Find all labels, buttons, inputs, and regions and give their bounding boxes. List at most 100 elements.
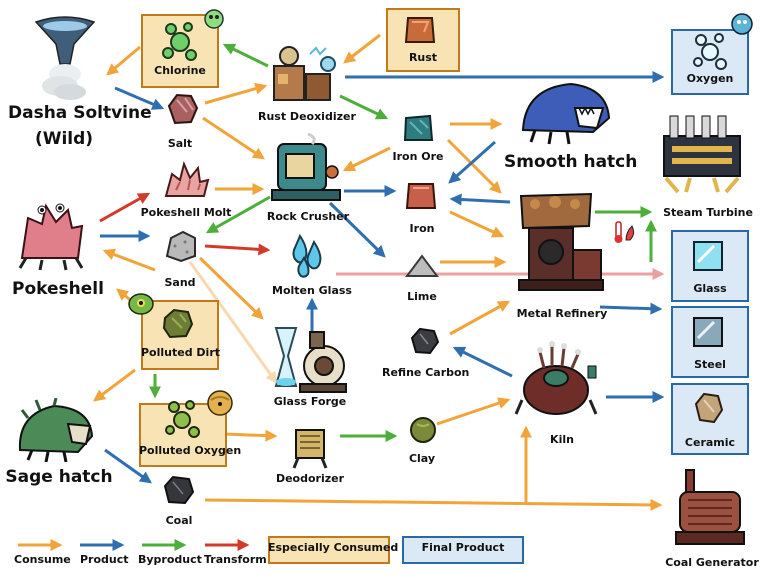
arrow-sand-to-forge [198,256,264,320]
coal-chunk-icon [163,475,195,505]
polluted-critter-icon [128,293,154,315]
thermometer-icon [614,221,635,243]
arrow-coal-to-generator [204,498,663,511]
smooth-hatch-label: Smooth hatch [504,152,638,172]
pokeshell-creature-icon [18,203,84,271]
dasha-soltvine-plant-icon [34,16,96,100]
polluted-oxygen-critter-icon [207,390,233,416]
rust-label: Rust [408,51,438,64]
coal-generator-label: Coal Generator [665,556,759,569]
sand-label: Sand [164,276,196,289]
dasha-soltvine-label: Dasha Soltvine [8,103,152,123]
gas-bubbles-icon [162,22,197,61]
deodorizer-machine-icon [292,429,328,469]
legend-product-label: Product [80,553,129,566]
polluted-gas-bubbles-icon [165,400,200,438]
carbon-chunk-icon [410,327,440,355]
ceramic-label: Ceramic [684,436,736,449]
glass-forge-machine-icon [274,327,347,393]
liquid-drops-icon [292,234,322,278]
polluted-dirt-icon [162,308,194,339]
polluted-oxygen-label: Polluted Oxygen [139,444,242,457]
chlorine-label: Chlorine [154,64,206,77]
arrow-clay-to-kiln [436,397,511,426]
arrow-salt-to-deox [204,82,268,105]
salt-label: Salt [167,137,193,150]
kiln-machine-icon [514,341,598,415]
clay-ball-icon [410,417,436,443]
rust-deoxidizer-machine-icon [273,46,336,101]
clay-label: Clay [408,452,436,465]
lime-pile-icon [405,254,439,277]
salt-chunk-icon [167,93,199,125]
polluted-oxygen-box [139,403,227,467]
oxygen-critter-icon [731,13,753,35]
arrow-refinery-to-iron [449,193,511,206]
polluted-dirt-label: Polluted Dirt [141,346,220,359]
sand-pile-icon [165,230,196,263]
arrow-salt-to-crusher [202,116,265,160]
steel-label: Steel [694,358,726,371]
oxygen-label: Oxygen [686,72,734,85]
glass-pane-icon [693,241,723,271]
arrow-sand-to-glass-forge-pale [188,261,278,384]
legend-final-product-box [402,536,524,564]
arrow-crusher-to-lime [328,201,386,258]
arrow-deox-to-iron-ore [339,94,389,120]
glass-forge-label: Glass Forge [273,395,347,408]
legend-especially-consumed-box [268,536,390,564]
arrow-sand-to-pokeshell [102,248,156,272]
deodorizer-label: Deodorizer [275,472,345,485]
rock-crusher-machine-icon [271,132,341,201]
legend-final-product-label: Final Product [421,541,505,554]
rust-block-icon [404,17,436,43]
ceramic-chunk-icon [694,392,724,424]
arrow-kiln-to-carbon [452,346,513,378]
arrow-sage-to-coal [104,448,152,484]
steam-turbine-label: Steam Turbine [663,206,753,219]
arrow-pox-to-deodorizer [223,429,278,442]
iron-ore-label: Iron Ore [392,150,444,163]
sage-hatch-creature-icon [18,398,94,462]
smooth-hatch-creature-icon [521,82,611,145]
oxygen-box [671,29,749,95]
metal-refinery-label: Metal Refinery [516,307,608,320]
chlorine-critter-icon [204,9,224,29]
arrow-hatch-to-iron [448,140,496,184]
iron-ore-block-icon [403,114,434,141]
arrow-ore-to-refinery [446,138,502,194]
coal-label: Coal [165,514,193,527]
refine-carbon-label: Refine Carbon [382,366,470,379]
gas-bubbles-icon [693,33,727,70]
legend-especially-consumed-label: Especially Consumed [268,541,399,554]
arrow-refinery-to-steel [599,302,663,315]
arrow-chlorine-to-dasha [106,45,141,76]
arrow-ore-to-crusher [342,146,391,172]
arrow-rust-to-deox [343,33,381,64]
pokeshell-molt-icon [164,160,210,197]
dasha-wild-label: (Wild) [34,129,94,149]
glass-label: Glass [693,282,727,295]
rust-deoxidizer-label: Rust Deoxidizer [258,110,356,123]
pokeshell-label: Pokeshell [12,279,104,299]
molten-glass-label: Molten Glass [272,284,352,297]
kiln-label: Kiln [550,433,574,446]
iron-block-icon [405,183,437,209]
arrow-pokeshell-to-molt [99,192,151,223]
arrow-crusher-to-sand [205,195,271,234]
pokeshell-molt-label: Pokeshell Molt [140,206,232,219]
steel-pane-icon [693,317,723,347]
legend-byproduct-label: Byproduct [138,553,202,566]
arrow-sand-to-molten [204,243,271,256]
arrow-dasha-to-salt [114,86,165,110]
rock-crusher-label: Rock Crusher [266,210,350,223]
iron-label: Iron [409,222,435,235]
arrow-deox-to-chlorine [222,43,269,68]
coal-generator-machine-icon [675,469,745,545]
arrow-carbon-to-refinery [449,300,511,336]
arrow-iron-to-refinery [449,210,505,238]
steam-turbine-machine-icon [663,115,741,194]
arrow-dirt-to-sage [93,368,136,402]
